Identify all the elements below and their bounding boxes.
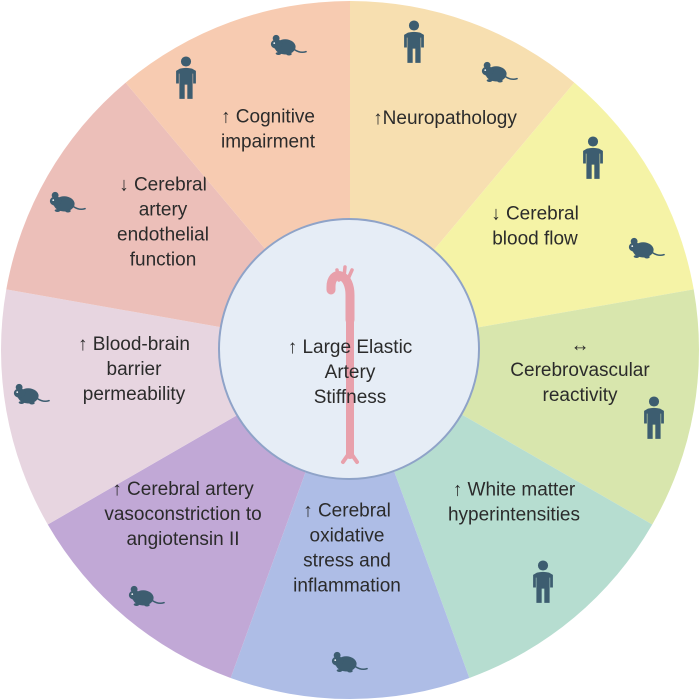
center-label-line: Stiffness [314, 387, 387, 408]
aorta-artery-illustration [326, 265, 359, 464]
segment-label-line: blood flow [492, 229, 578, 250]
segment-label-neuropathology: ↑Neuropathology [373, 108, 517, 129]
center-label-line: Artery [325, 362, 376, 383]
segment-label-line: ↑ Cerebral [303, 501, 391, 522]
segment-label-line: endothelial [117, 225, 209, 246]
segment-label-white-matter: ↑ White matter hyperintensities [448, 480, 580, 526]
segment-label-vasoconstriction: ↑ Cerebral artery vasoconstriction to angi… [104, 479, 261, 550]
segment-label-cerebral-blood-flow: ↓ Cerebral blood flow [491, 204, 579, 250]
segment-label-line: angiotensin II [126, 529, 239, 550]
segment-label-line: ↔ [571, 335, 590, 356]
segment-label-line: reactivity [543, 385, 618, 406]
segment-label-line: Cerebrovascular [510, 360, 650, 381]
segment-label-line: ↑ Cerebral artery [112, 479, 254, 500]
segment-label-bbb-permeability: ↑ Blood-brain barrier permeability [78, 334, 190, 405]
segment-label-line: vasoconstriction to [104, 504, 261, 525]
segment-label-line: ↓ Cerebral [119, 175, 207, 196]
segment-label-line: impairment [221, 132, 316, 153]
segment-label-line: ↑Neuropathology [373, 108, 517, 129]
center-label-line: ↑ Large Elastic [288, 337, 413, 358]
segment-label-line: inflammation [293, 576, 401, 597]
segment-label-line: stress and [303, 551, 391, 572]
segment-label-line: permeability [83, 384, 186, 405]
segment-label-line: ↓ Cerebral [491, 204, 579, 225]
segment-label-oxidative-stress: ↑ Cerebral oxidative stress and inflammatio… [293, 501, 401, 597]
segment-label-line: oxidative [310, 526, 385, 547]
segment-label-line: artery [139, 200, 188, 221]
segment-label-endothelial-function: ↓ Cerebral artery endothelial function [117, 175, 209, 271]
segment-label-line: ↑ Blood-brain [78, 334, 190, 355]
segment-label-line: barrier [107, 359, 163, 380]
segment-label-cognitive-impairment: ↑ Cognitive impairment [221, 107, 316, 153]
segment-label-cerebrovascular-reactivity: ↔ Cerebrovascular reactivity [510, 335, 650, 406]
segment-label-line: ↑ Cognitive [221, 107, 315, 128]
segment-label-line: hyperintensities [448, 505, 580, 526]
segment-label-line: function [130, 250, 197, 271]
segment-label-line: ↑ White matter [453, 480, 576, 501]
segment-oxidative-stress [230, 350, 470, 699]
